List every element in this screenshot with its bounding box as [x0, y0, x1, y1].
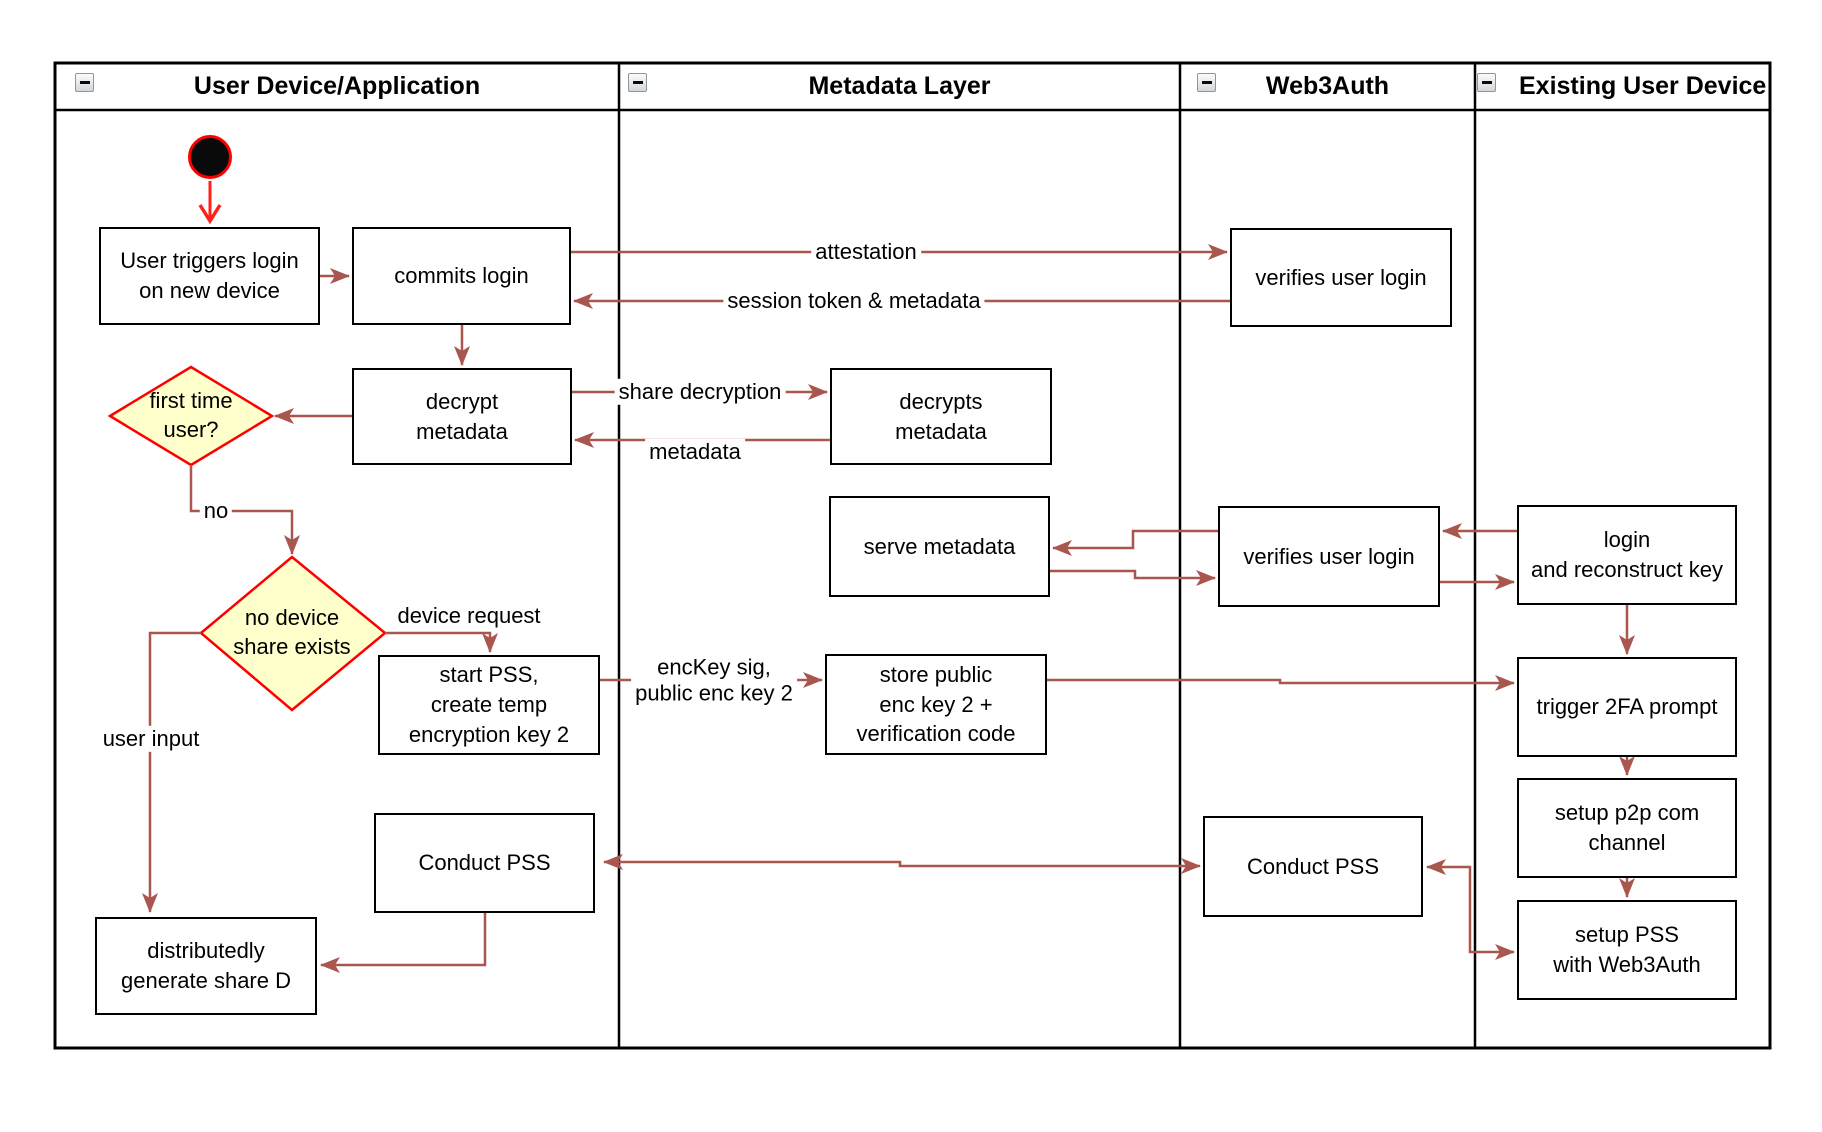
edge-store-to-trigger2fa[interactable] [1047, 675, 1515, 691]
activity-commits-login[interactable]: commits login [352, 227, 571, 325]
activity-user-triggers-login[interactable]: User triggers login on new device [99, 227, 320, 325]
lane-title: Existing User Device [1519, 72, 1767, 100]
activity-distributedly-generate-share[interactable]: distributedly generate share D [95, 917, 317, 1015]
activity-setup-pss-web3auth[interactable]: setup PSS with Web3Auth [1517, 900, 1737, 1000]
activity-conduct-pss-left[interactable]: Conduct PSS [374, 813, 595, 913]
activity-verifies-user-login-top[interactable]: verifies user login [1230, 228, 1452, 327]
decision-first-time-user[interactable] [107, 365, 275, 467]
edge-no-branch[interactable] [189, 465, 300, 555]
decision-label-no-device-share: no device share exists [233, 605, 351, 659]
activity-decrypt-metadata[interactable]: decrypt metadata [352, 368, 572, 465]
edge-serve-to-verifies[interactable] [1050, 569, 1216, 586]
edge-label-attestation: attestation [811, 238, 921, 266]
edge-label-no: no [199, 497, 233, 525]
activity-decrypts-metadata[interactable]: decrypts metadata [830, 368, 1052, 465]
edge-label-session-token: session token & metadata [723, 287, 985, 315]
lane-title: Web3Auth [1265, 72, 1390, 100]
minus-icon [1201, 81, 1212, 84]
collapse-icon[interactable] [1477, 73, 1496, 92]
edge-conduct-pss-link[interactable] [603, 854, 1201, 874]
collapse-icon[interactable] [628, 73, 647, 92]
edge-label-user-input: user input [98, 725, 204, 753]
minus-icon [632, 81, 643, 84]
minus-icon [1481, 81, 1492, 84]
start-node[interactable] [188, 135, 232, 179]
activity-serve-metadata[interactable]: serve metadata [829, 496, 1050, 597]
decision-label-first-time-user: first time user? [149, 388, 233, 442]
activity-setup-p2p-channel[interactable]: setup p2p com channel [1517, 778, 1737, 878]
edge-label-metadata: metadata [645, 438, 745, 466]
collapse-icon[interactable] [75, 73, 94, 92]
edge-label-device-request: device request [393, 602, 545, 630]
lane-header-web3auth: Web3Auth [1180, 65, 1475, 108]
lane-header-user-device: User Device/Application [55, 65, 619, 108]
lane-title: Metadata Layer [808, 72, 991, 100]
edge-label-enckey-sig: encKey sig, public enc key 2 [631, 654, 797, 708]
activity-start-pss[interactable]: start PSS, create temp encryption key 2 [378, 655, 600, 755]
edge-setup-pss-conduct-link[interactable] [1426, 859, 1515, 960]
edge-device-request[interactable] [385, 631, 498, 653]
collapse-icon[interactable] [1197, 73, 1216, 92]
activity-verifies-user-login-mid[interactable]: verifies user login [1218, 506, 1440, 607]
activity-trigger-2fa[interactable]: trigger 2FA prompt [1517, 657, 1737, 757]
edge-user-input[interactable] [142, 631, 201, 913]
activity-store-public-enc-key[interactable]: store public enc key 2 + verification co… [825, 654, 1047, 755]
edge-verifies-to-serve[interactable] [1052, 529, 1218, 556]
lane-title: User Device/Application [193, 72, 481, 100]
activity-login-reconstruct-key[interactable]: login and reconstruct key [1517, 505, 1737, 605]
minus-icon [79, 81, 90, 84]
edge-label-share-decryption: share decryption [614, 378, 786, 406]
lane-header-existing-device: Existing User Device [1475, 65, 1770, 108]
lane-header-metadata: Metadata Layer [619, 65, 1180, 108]
activity-conduct-pss-web3auth[interactable]: Conduct PSS [1203, 816, 1423, 917]
edge-conduct-to-distributedly[interactable] [320, 913, 487, 973]
